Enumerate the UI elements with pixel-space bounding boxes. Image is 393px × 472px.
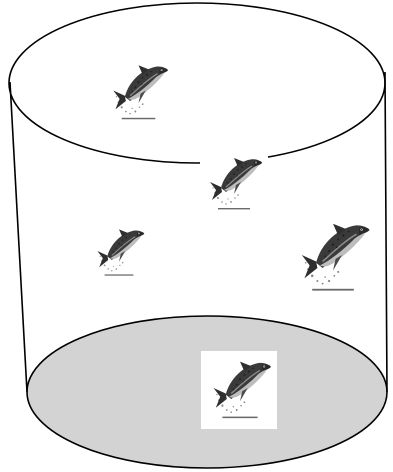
- salmon-icon: [290, 212, 374, 304]
- tank-left-wall: [10, 82, 27, 392]
- salmon-icon: [200, 150, 268, 218]
- salmon-icon: [201, 351, 277, 429]
- tank-right-wall: [385, 72, 387, 392]
- salmon-icon: [90, 222, 148, 284]
- salmon-icon: [103, 55, 173, 135]
- tank-top-rim: [9, 3, 385, 163]
